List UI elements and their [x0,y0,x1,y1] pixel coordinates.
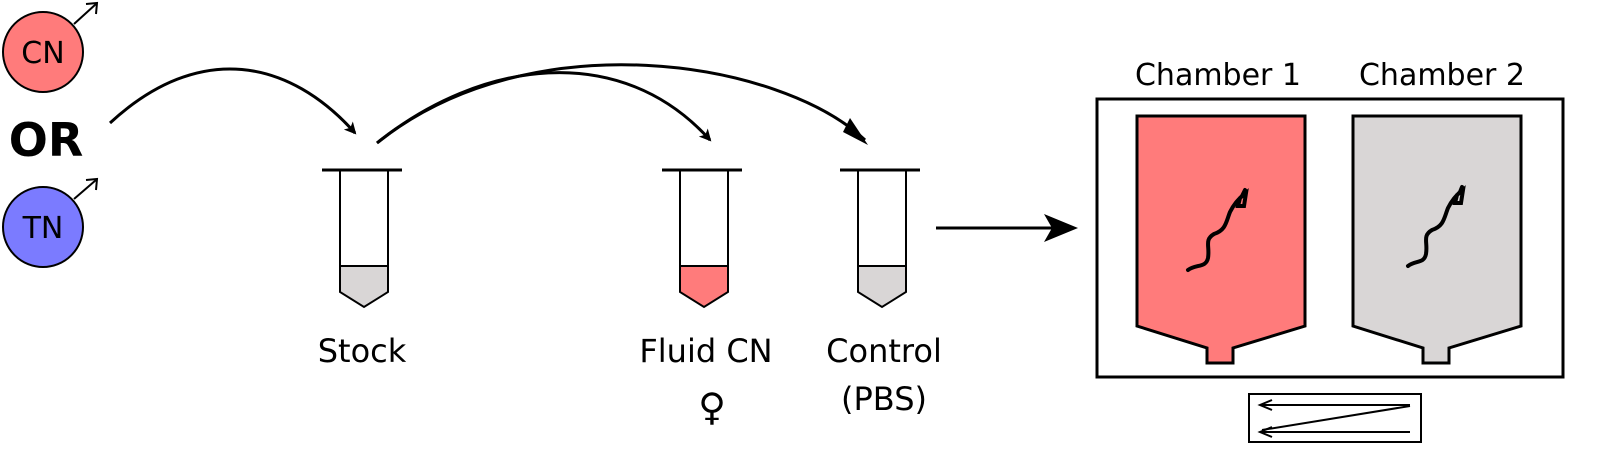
arrow-to-control-head [843,118,868,145]
control-label: Control [826,332,942,370]
sperm-icon [1186,188,1249,272]
male-icon [73,177,99,200]
tn-circle [2,186,84,268]
cn-male-node: CN [2,1,99,93]
fluid-cn-tube [662,168,742,309]
or-label: OR [9,113,84,167]
chamber2-label: Chamber 2 [1359,58,1525,93]
fluid-cn-label: Fluid CN [639,332,772,370]
male-icon [73,1,99,25]
female-icon: ♀ [698,385,726,429]
chamber1 [1135,114,1307,365]
stock-label: Stock [318,332,407,370]
arrow-to-chambers-head [1044,214,1078,242]
sperm-icon [1406,185,1466,268]
arrow-to-stock [108,67,357,135]
arrow-to-fluid-cn [376,71,712,145]
arrow-to-control [376,63,867,145]
tn-male-node: TN [2,177,99,268]
tn-label: TN [22,211,64,246]
chamber1-label: Chamber 1 [1135,58,1301,93]
control-tube [840,168,920,309]
stock-tube [322,168,402,309]
control-sub-label: (PBS) [841,380,927,418]
cn-label: CN [21,36,64,71]
shaker-box [1248,393,1422,443]
chamber2 [1351,114,1523,365]
cn-circle [2,11,84,93]
